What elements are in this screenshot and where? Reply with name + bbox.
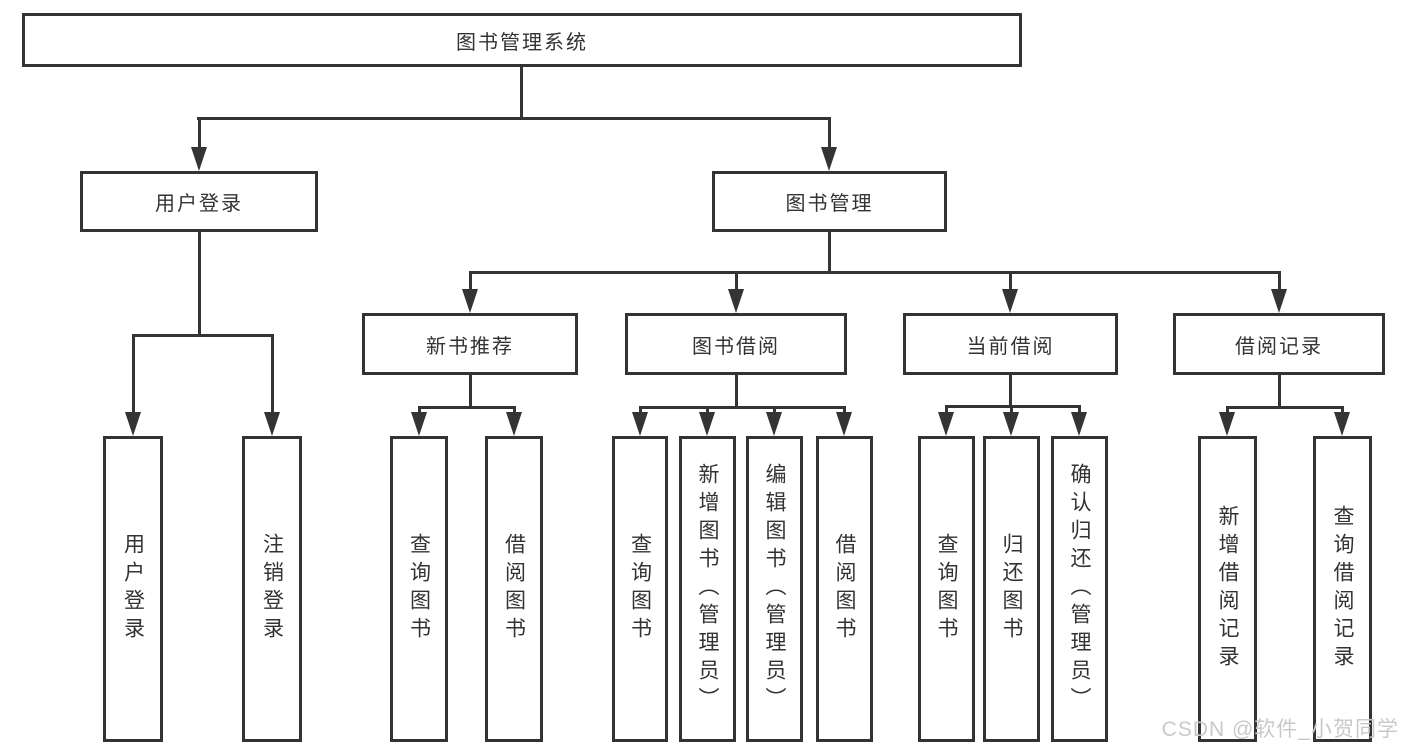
leaf-bb-borrow-books-label: 借阅图书 [833, 533, 856, 645]
leaf-br-query-record-label: 查询借阅记录 [1331, 505, 1354, 673]
edge-drop-leaf-user-login [132, 334, 135, 414]
node-root: 图书管理系统 [22, 13, 1022, 67]
edge-drop-book-management [828, 117, 831, 150]
node-current-borrow: 当前借阅 [903, 313, 1118, 375]
arrowhead-nbr-borrow [506, 412, 522, 436]
edge-cb-stem [1009, 374, 1012, 407]
edge-drop-nbr-query [418, 406, 421, 416]
edge-bb-bus [639, 406, 845, 409]
edge-root-stem [520, 67, 523, 120]
edge-book-management-bus [469, 271, 1280, 274]
leaf-cb-confirm-return-admin-label: 确认归还（管理员） [1068, 463, 1091, 715]
arrowhead-current-borrow [1002, 289, 1018, 313]
edge-drop-br-add [1226, 406, 1229, 416]
arrowhead-br-query [1334, 412, 1350, 436]
arrowhead-leaf-logout [264, 412, 280, 436]
leaf-logout-label: 注销登录 [260, 533, 284, 645]
edge-drop-user-login [198, 117, 201, 150]
leaf-cb-confirm-return-admin: 确认归还（管理员） [1051, 436, 1108, 742]
edge-user-login-stem [198, 231, 201, 337]
edge-drop-cb-query [945, 405, 948, 415]
node-book-management: 图书管理 [712, 171, 947, 232]
arrowhead-nbr-query [411, 412, 427, 436]
node-new-book-recommend: 新书推荐 [362, 313, 578, 375]
arrowhead-leaf-user-login [125, 412, 141, 436]
leaf-br-query-record: 查询借阅记录 [1313, 436, 1372, 742]
edge-br-bus [1226, 406, 1343, 409]
edge-drop-bb-add [706, 406, 709, 416]
node-user-login: 用户登录 [80, 171, 318, 232]
arrowhead-cb-return [1003, 412, 1019, 436]
leaf-bb-add-books-admin-label: 新增图书（管理员） [696, 463, 719, 715]
edge-drop-bb-borrow [843, 406, 846, 416]
edge-nbr-stem [469, 374, 472, 408]
leaf-cb-query-books: 查询图书 [918, 436, 975, 742]
edge-br-stem [1278, 374, 1281, 408]
edge-drop-cb-return [1010, 405, 1013, 415]
arrowhead-user-login [191, 147, 207, 171]
edge-root-bus [197, 117, 831, 120]
leaf-bb-borrow-books: 借阅图书 [816, 436, 873, 742]
arrowhead-borrow-records [1271, 289, 1287, 313]
leaf-bb-query-books: 查询图书 [612, 436, 668, 742]
leaf-cb-return-books-label: 归还图书 [1000, 533, 1023, 645]
arrowhead-book-management [821, 147, 837, 171]
leaf-nbr-borrow-books: 借阅图书 [485, 436, 543, 742]
leaf-br-add-record: 新增借阅记录 [1198, 436, 1257, 742]
arrowhead-bb-add [699, 412, 715, 436]
leaf-bb-query-books-label: 查询图书 [628, 533, 652, 645]
arrowhead-cb-query [938, 412, 954, 436]
node-book-borrow: 图书借阅 [625, 313, 847, 375]
edge-nbr-bus [418, 406, 515, 409]
leaf-nbr-query-books-label: 查询图书 [407, 533, 431, 645]
arrowhead-bb-query [632, 412, 648, 436]
edge-book-management-stem [828, 231, 831, 274]
leaf-bb-edit-books-admin: 编辑图书（管理员） [746, 436, 803, 742]
leaf-user-login: 用户登录 [103, 436, 163, 742]
arrowhead-bb-borrow [836, 412, 852, 436]
edge-drop-leaf-logout [271, 334, 274, 414]
leaf-logout: 注销登录 [242, 436, 302, 742]
edge-drop-bb-edit [773, 406, 776, 416]
leaf-user-login-label: 用户登录 [121, 533, 145, 645]
arrowhead-book-borrow [728, 289, 744, 313]
leaf-br-add-record-label: 新增借阅记录 [1216, 505, 1239, 673]
edge-drop-borrow-records [1278, 271, 1281, 293]
leaf-cb-return-books: 归还图书 [983, 436, 1040, 742]
edge-drop-current-borrow [1009, 271, 1012, 293]
leaf-bb-add-books-admin: 新增图书（管理员） [679, 436, 736, 742]
node-borrow-records: 借阅记录 [1173, 313, 1385, 375]
edge-drop-nbr-borrow [513, 406, 516, 416]
leaf-bb-edit-books-admin-label: 编辑图书（管理员） [763, 463, 786, 715]
arrowhead-bb-edit [766, 412, 782, 436]
edge-drop-book-borrow [735, 271, 738, 293]
edge-user-login-bus [132, 334, 273, 337]
leaf-nbr-borrow-books-label: 借阅图书 [502, 533, 526, 645]
arrowhead-cb-confirm [1071, 412, 1087, 436]
edge-drop-new-book-recommend [469, 271, 472, 293]
edge-drop-br-query [1341, 406, 1344, 416]
edge-drop-cb-confirm [1078, 405, 1081, 415]
leaf-nbr-query-books: 查询图书 [390, 436, 448, 742]
leaf-cb-query-books-label: 查询图书 [935, 533, 958, 645]
edge-bb-stem [735, 374, 738, 408]
arrowhead-br-add [1219, 412, 1235, 436]
arrowhead-new-book-recommend [462, 289, 478, 313]
edge-drop-bb-query [639, 406, 642, 416]
watermark: CSDN @软件_小贺同学 [1161, 718, 1399, 741]
